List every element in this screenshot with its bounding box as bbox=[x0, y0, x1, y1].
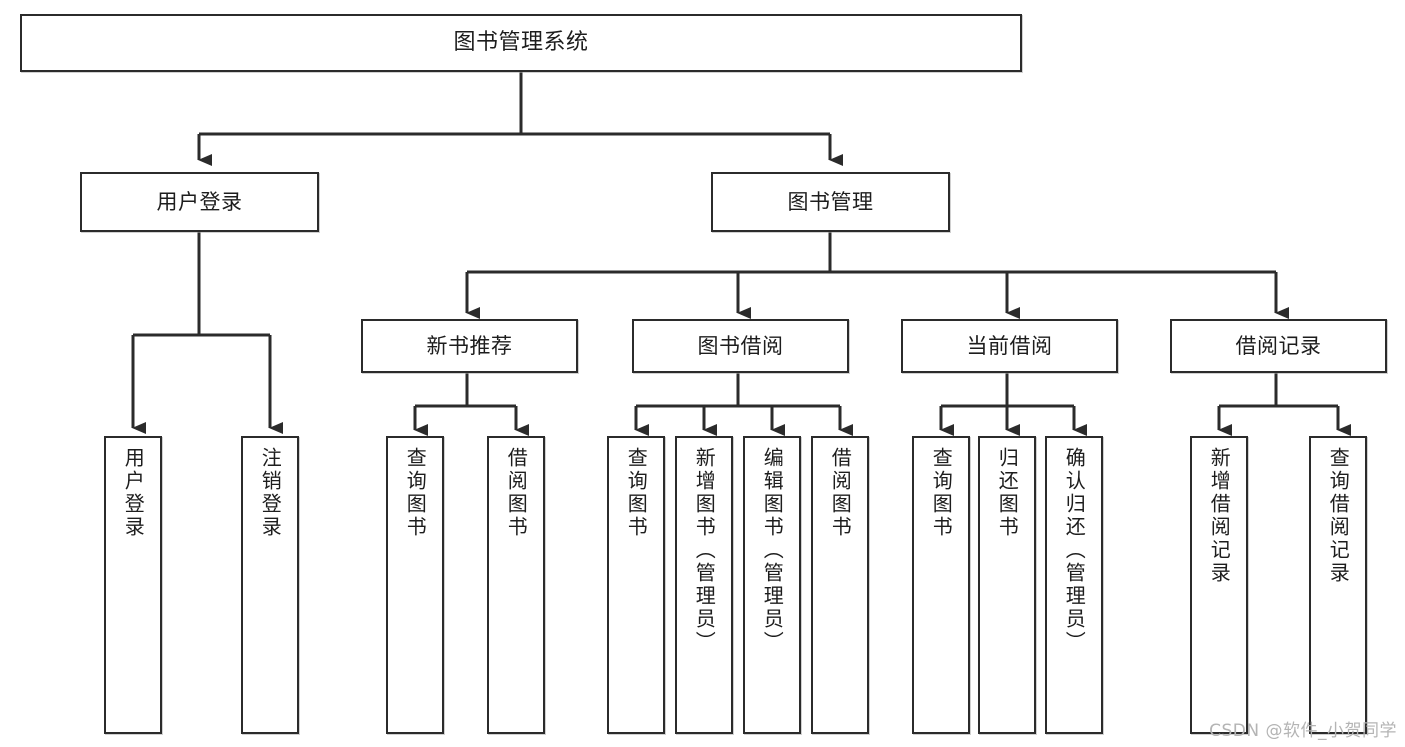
node-label: 图书借阅 bbox=[697, 333, 784, 358]
node-label: 借阅图书 bbox=[504, 447, 529, 539]
node-label: 查询图书 bbox=[624, 447, 649, 539]
node-book-management[interactable]: 图书管理 bbox=[711, 172, 950, 232]
node-user-login[interactable]: 用户登录 bbox=[80, 172, 319, 232]
node-label: 借阅图书 bbox=[828, 447, 853, 539]
node-leaf-user-login[interactable]: 用户登录 bbox=[104, 436, 162, 734]
node-book-borrow[interactable]: 图书借阅 bbox=[632, 319, 849, 373]
node-label: 确认归还（管理员） bbox=[1062, 447, 1087, 654]
node-leaf-return-book[interactable]: 归还图书 bbox=[978, 436, 1036, 734]
node-label: 新书推荐 bbox=[426, 333, 513, 358]
node-label: 编辑图书（管理员） bbox=[760, 447, 785, 654]
node-label: 图书管理 bbox=[787, 189, 874, 214]
node-root-library-management-system[interactable]: 图书管理系统 bbox=[20, 14, 1022, 72]
node-leaf-user-logout[interactable]: 注销登录 bbox=[241, 436, 299, 734]
node-leaf-query-book-borrow[interactable]: 查询图书 bbox=[607, 436, 665, 734]
node-label: 图书管理系统 bbox=[453, 30, 589, 56]
node-label: 查询借阅记录 bbox=[1326, 447, 1351, 585]
node-label: 查询图书 bbox=[403, 447, 428, 539]
node-leaf-edit-book[interactable]: 编辑图书（管理员） bbox=[743, 436, 801, 734]
node-leaf-borrow-book-recommend[interactable]: 借阅图书 bbox=[487, 436, 545, 734]
node-leaf-add-borrow-record[interactable]: 新增借阅记录 bbox=[1190, 436, 1248, 734]
node-label: 用户登录 bbox=[156, 189, 243, 214]
node-leaf-borrow-book[interactable]: 借阅图书 bbox=[811, 436, 869, 734]
node-label: 归还图书 bbox=[995, 447, 1020, 539]
node-leaf-query-book-recommend[interactable]: 查询图书 bbox=[386, 436, 444, 734]
node-label: 用户登录 bbox=[121, 447, 146, 539]
node-label: 借阅记录 bbox=[1235, 333, 1322, 358]
node-leaf-query-borrow-record[interactable]: 查询借阅记录 bbox=[1309, 436, 1367, 734]
node-label: 新增借阅记录 bbox=[1207, 447, 1232, 585]
node-current-borrow[interactable]: 当前借阅 bbox=[901, 319, 1118, 373]
node-leaf-confirm-return[interactable]: 确认归还（管理员） bbox=[1045, 436, 1103, 734]
node-new-book-recommend[interactable]: 新书推荐 bbox=[361, 319, 578, 373]
node-label: 查询图书 bbox=[929, 447, 954, 539]
node-label: 当前借阅 bbox=[966, 333, 1053, 358]
node-leaf-add-book[interactable]: 新增图书（管理员） bbox=[675, 436, 733, 734]
node-borrow-record[interactable]: 借阅记录 bbox=[1170, 319, 1387, 373]
node-label: 新增图书（管理员） bbox=[692, 447, 717, 654]
node-leaf-query-book-current[interactable]: 查询图书 bbox=[912, 436, 970, 734]
csdn-watermark: CSDN @软件_小贺同学 bbox=[1209, 721, 1397, 741]
node-label: 注销登录 bbox=[258, 447, 283, 539]
